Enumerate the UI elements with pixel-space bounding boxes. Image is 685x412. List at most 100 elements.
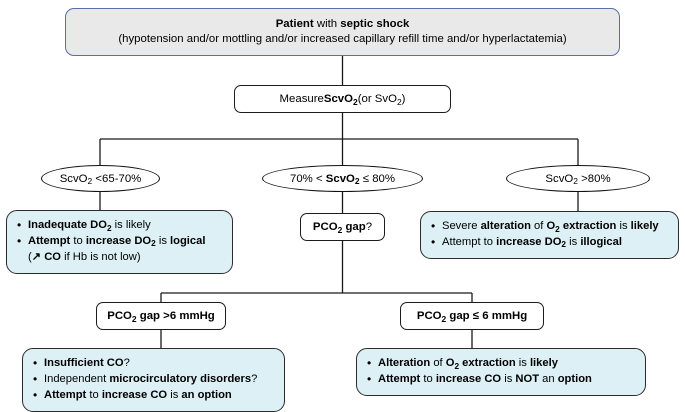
header-line-2: (hypotension and/or mottling and/or incr… xyxy=(118,33,567,45)
left-item2-subscript: 2 xyxy=(151,239,156,249)
right-item1-bold-b: O2 extraction xyxy=(546,220,617,234)
br-item2-bold-c: NOT xyxy=(515,372,540,385)
pco2-high-bold: PCO2 gap >6 mmHg xyxy=(107,310,215,324)
bullet-icon: • xyxy=(431,234,436,249)
ellipse-scvo2-low[interactable]: ScvO2 <65-70% xyxy=(41,165,160,192)
ellipse-mid-label-a: 70% < xyxy=(290,172,326,185)
left-item2-bold-a: Attempt xyxy=(28,234,71,247)
ellipse-scvo2-high[interactable]: ScvO2 >80% xyxy=(506,165,650,192)
ellipse-scvo2-mid[interactable]: 70% < ScvO2 ≤ 80% xyxy=(262,165,423,192)
bullet-icon: • xyxy=(17,233,22,248)
left-item2-bold-b-text: increase DO xyxy=(85,234,152,247)
br-item2-bold-d: option xyxy=(557,372,592,385)
right-item1-bold-c: likely xyxy=(630,220,659,232)
node-pco2-gap-question[interactable]: PCO2 gap? xyxy=(300,213,385,241)
info-bottom-right-list: • Alteration of O2 extraction is likely … xyxy=(365,356,635,388)
br-item1-bold-c: likely xyxy=(529,357,558,369)
left-item1-subscript: 2 xyxy=(106,223,112,233)
bl-item1-plain: ? xyxy=(123,357,130,369)
br-item1-subscript: 2 xyxy=(454,361,460,371)
ellipse-left-label: ScvO2 <65-70% xyxy=(59,172,142,187)
bl-item2-bold: microcirculatory disorders xyxy=(109,372,252,385)
pco2-gap-bold-a: PCO xyxy=(312,221,338,233)
header-mid-text: with xyxy=(313,17,341,30)
measure-suffix-subscript: 2 xyxy=(396,96,402,107)
pco2-gap-subscript: 2 xyxy=(337,224,343,235)
subnote-rest: if Hb is not low) xyxy=(61,250,141,263)
info-box-severe-alteration: • Severe alteration of O2 extraction is … xyxy=(420,211,679,259)
right-item1-plain-b: of xyxy=(530,220,547,232)
ellipse-right-label-a: ScvO xyxy=(545,172,574,185)
bullet-icon: • xyxy=(33,371,38,386)
measure-suffix-a: (or SvO xyxy=(357,93,397,105)
right-item1-subscript: 2 xyxy=(555,224,560,234)
list-item: • Independent microcirculatory disorders… xyxy=(31,372,274,388)
header-line-1: Patient with septic shock xyxy=(276,17,410,32)
bullet-icon: • xyxy=(367,356,372,370)
pco2-low-bold-b: gap ≤ 6 mmHg xyxy=(446,310,528,322)
bl-item3-bold-b: increase CO xyxy=(101,388,168,401)
measure-prefix: Measure xyxy=(279,93,324,105)
bullet-icon: • xyxy=(33,356,38,370)
pco2-low-subscript: 2 xyxy=(441,313,447,324)
ellipse-mid-label: 70% < ScvO2 ≤ 80% xyxy=(290,172,395,187)
br-item2-plain-a: to xyxy=(420,372,436,385)
subnote-open-paren: ( xyxy=(28,250,32,263)
bl-item1-bold: Insufficient CO xyxy=(44,357,124,369)
header-box-septic-shock: Patient with septic shock (hypotension a… xyxy=(65,8,620,56)
br-item2-bold-a: Attempt xyxy=(378,372,421,385)
right-item1-bold-b2: extraction xyxy=(559,220,617,232)
right-item2-plain-a: Attempt to xyxy=(442,235,497,248)
bl-item2-plain-a: Independent xyxy=(44,372,110,385)
bl-item3-bold-c: an option xyxy=(181,388,232,401)
measure-bold-subscript: 2 xyxy=(353,96,358,107)
info-box-insufficient-co: • Insufficient CO? • Independent microci… xyxy=(22,348,285,412)
left-item1-bold: Inadequate DO2 xyxy=(28,219,112,233)
br-item2-plain-b: is xyxy=(501,372,516,385)
bl-item3-plain-a: to xyxy=(86,388,102,401)
bl-item3-bold-a: Attempt xyxy=(44,388,87,401)
bullet-icon: • xyxy=(367,371,372,386)
list-item: • Attempt to increase DO2 is logical xyxy=(15,234,222,250)
br-item2-bold-b: increase CO xyxy=(435,372,502,385)
list-item: • Inadequate DO2 is likely xyxy=(15,218,222,234)
ellipse-right-label: ScvO2 >80% xyxy=(545,172,610,187)
br-item1-bold-b: O2 extraction xyxy=(446,357,516,371)
br-item2-plain-c: an xyxy=(539,372,558,385)
bullet-icon: • xyxy=(33,387,38,402)
pco2-gap-bold-b: gap xyxy=(342,221,366,233)
br-item1-plain-b: is xyxy=(515,357,530,369)
measure-bold-text: ScvO xyxy=(323,93,354,105)
bl-item2-plain-b: ? xyxy=(251,372,258,385)
br-item1-bold-b2: extraction xyxy=(459,357,516,369)
bullet-icon: • xyxy=(431,219,436,233)
up-right-arrow-icon: ↗ xyxy=(31,250,42,263)
left-item2-bold-b: increase DO2 xyxy=(85,234,156,249)
node-pco2-gap-high[interactable]: PCO2 gap >6 mmHg xyxy=(96,302,226,330)
pco2-low-bold-a: PCO xyxy=(416,310,442,322)
right-item1-plain-c: is xyxy=(616,220,631,232)
left-info-subnote: (↗ CO if Hb is not low) xyxy=(15,250,222,266)
node-pco2-gap-low[interactable]: PCO2 gap ≤ 6 mmHg xyxy=(400,302,544,330)
info-bottom-left-list: • Insufficient CO? • Independent microci… xyxy=(31,356,274,404)
left-item2-bold-c: logical xyxy=(170,234,206,247)
left-item1-plain: is likely xyxy=(111,219,151,231)
list-item: • Attempt to increase CO is an option xyxy=(31,388,274,404)
info-right-list: • Severe alteration of O2 extraction is … xyxy=(429,219,668,251)
right-item1-plain-a: Severe xyxy=(442,220,481,232)
measure-bold-scvo2: ScvO2 xyxy=(323,93,358,107)
pco2-low-bold: PCO2 gap ≤ 6 mmHg xyxy=(416,310,528,324)
measure-suffix-b: ) xyxy=(401,93,406,105)
subnote-bold-co: CO xyxy=(41,250,61,263)
ellipse-left-label-a: ScvO xyxy=(59,172,88,185)
br-item1-plain-a: of xyxy=(430,357,446,369)
pco2-high-subscript: 2 xyxy=(131,313,137,324)
ellipse-left-label-b: <65-70% xyxy=(92,172,142,185)
info-left-list: • Inadequate DO2 is likely • Attempt to … xyxy=(15,218,222,250)
ellipse-mid-label-b: ≤ 80% xyxy=(359,172,395,185)
info-box-inadequate-do2: • Inadequate DO2 is likely • Attempt to … xyxy=(6,210,233,274)
list-item: • Insufficient CO? xyxy=(31,356,274,372)
